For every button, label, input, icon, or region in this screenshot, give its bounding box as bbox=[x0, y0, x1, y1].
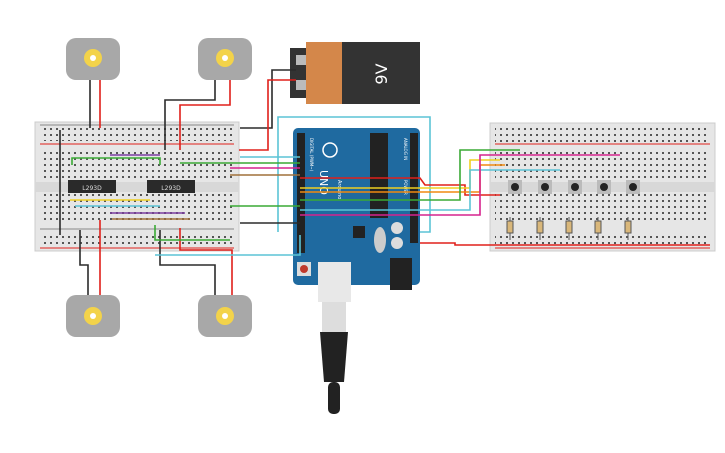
board-brand: Arduino bbox=[336, 180, 342, 199]
dc-motor-2[interactable] bbox=[198, 38, 252, 80]
digital-header-label: DIGITAL (PWM~) bbox=[309, 138, 314, 172]
dc-motor-3[interactable] bbox=[66, 295, 120, 337]
analog-header-label: ANALOG IN bbox=[403, 138, 408, 160]
battery-label: 9V bbox=[372, 63, 391, 84]
left-breadboard[interactable] bbox=[34, 121, 240, 252]
resistors bbox=[506, 217, 632, 240]
motor-driver-chip-1[interactable]: L293D bbox=[68, 180, 116, 193]
board-model: UNO bbox=[317, 170, 330, 195]
arduino-uno[interactable]: UNO Arduino DIGITAL (PWM~) ANALOG IN POW… bbox=[293, 128, 420, 302]
pushbuttons[interactable] bbox=[508, 180, 640, 194]
chip-label: L293D bbox=[82, 185, 102, 192]
usb-cable bbox=[320, 302, 348, 414]
wires bbox=[59, 69, 710, 295]
battery-9v[interactable]: 9V bbox=[290, 42, 420, 104]
motor-driver-chip-2[interactable]: L293D bbox=[147, 180, 195, 193]
dc-motor-4[interactable] bbox=[198, 295, 252, 337]
dc-motor-1[interactable] bbox=[66, 38, 120, 80]
chip-label: L293D bbox=[161, 185, 181, 192]
